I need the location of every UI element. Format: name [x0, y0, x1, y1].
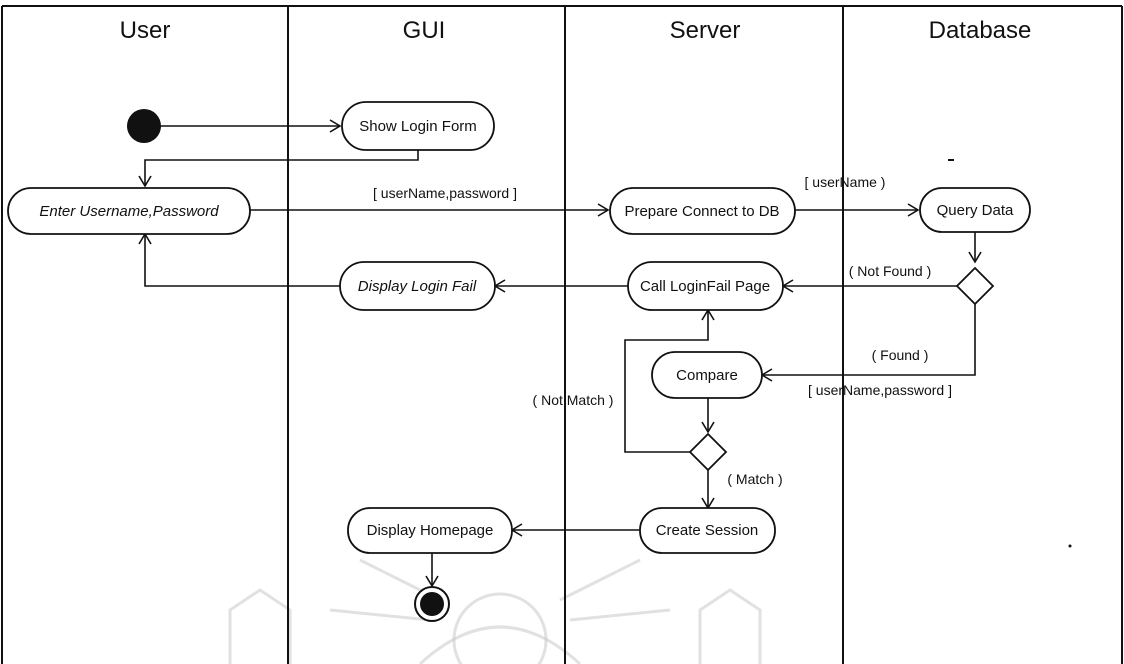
- node-display-login-fail: Display Login Fail: [339, 261, 496, 311]
- node-create-session: Create Session: [639, 507, 776, 554]
- lane-title-server: Server: [670, 17, 741, 44]
- swimlanes: [1, 5, 1123, 664]
- guard-username-password-2: [ userName,password ]: [808, 382, 952, 398]
- node-display-homepage-label: Display Homepage: [367, 522, 494, 539]
- node-show-login-form-label: Show Login Form: [359, 118, 477, 135]
- edge-notmatch-to-callfail: [624, 308, 715, 453]
- node-enter-credentials: Enter Username,Password: [7, 187, 251, 235]
- node-prepare-connect-label: Prepare Connect to DB: [624, 203, 779, 220]
- node-query-data: Query Data: [919, 187, 1031, 233]
- lane-title-gui: GUI: [403, 17, 446, 44]
- decision-match: [688, 432, 728, 472]
- guard-not-match: ( Not Match ): [533, 392, 614, 408]
- end-node: [414, 586, 450, 622]
- node-prepare-connect: Prepare Connect to DB: [609, 187, 796, 235]
- node-query-data-label: Query Data: [937, 202, 1014, 219]
- guard-found: ( Found ): [872, 347, 929, 363]
- node-compare: Compare: [651, 351, 763, 399]
- guard-username-password-1: [ userName,password ]: [373, 185, 517, 201]
- edge-show-login-to-enter: [138, 150, 419, 188]
- lane-title-database: Database: [929, 17, 1032, 44]
- watermark-emblem: [228, 558, 762, 664]
- lane-title-user: User: [120, 17, 171, 44]
- scan-dot: [1068, 544, 1072, 548]
- node-show-login-form: Show Login Form: [341, 101, 495, 151]
- start-node: [127, 109, 161, 143]
- edge-displayfail-to-enter: [138, 232, 340, 287]
- node-call-loginfail-label: Call LoginFail Page: [640, 278, 770, 295]
- guard-match: ( Match ): [727, 471, 782, 487]
- edges: [138, 119, 982, 588]
- edge-found-to-compare: [760, 304, 976, 382]
- node-compare-label: Compare: [676, 367, 738, 384]
- decision-found: [955, 266, 995, 306]
- node-display-homepage: Display Homepage: [347, 507, 513, 554]
- node-call-loginfail: Call LoginFail Page: [627, 261, 784, 311]
- node-enter-credentials-label: Enter Username,Password: [39, 203, 219, 220]
- node-display-login-fail-label: Display Login Fail: [358, 278, 477, 295]
- guard-username: [ userName ): [805, 174, 886, 190]
- guard-not-found: ( Not Found ): [849, 263, 931, 279]
- node-create-session-label: Create Session: [656, 522, 759, 539]
